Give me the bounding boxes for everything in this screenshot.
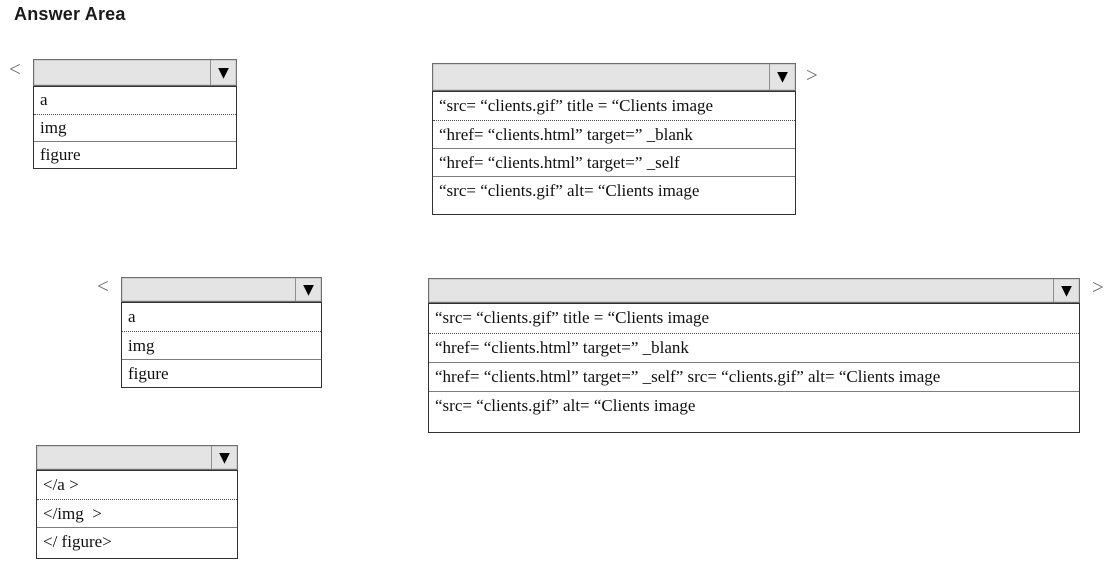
dropdown-option[interactable]: img <box>122 331 321 359</box>
dropdown-option[interactable]: </img > <box>37 499 237 527</box>
dropdown-selected-value <box>433 64 769 90</box>
dropdown-selected-value <box>122 278 295 301</box>
dropdown-arrow-icon[interactable]: ▼ <box>210 60 236 85</box>
attribute-dropdown-1-options: “src= “clients.gif” title = “Clients ima… <box>432 91 796 215</box>
open-angle-bracket: < <box>97 274 109 298</box>
dropdown-option[interactable]: figure <box>122 359 321 387</box>
dropdown-arrow-icon[interactable]: ▼ <box>1053 279 1079 302</box>
dropdown-option[interactable]: “src= “clients.gif” alt= “Clients image <box>433 176 795 204</box>
dropdown-arrow-icon[interactable]: ▼ <box>769 64 795 90</box>
dropdown-option[interactable]: </ figure> <box>37 527 237 555</box>
tag-dropdown-1-options: a img figure <box>33 86 237 169</box>
dropdown-option[interactable]: img <box>34 114 236 141</box>
close-angle-bracket: > <box>1092 275 1104 299</box>
dropdown-option[interactable]: “href= “clients.html” target=” _self” sr… <box>429 362 1079 391</box>
dropdown-selected-value <box>37 446 211 469</box>
close-angle-bracket: > <box>806 63 818 87</box>
dropdown-option[interactable]: “src= “clients.gif” alt= “Clients image <box>429 391 1079 420</box>
tag-dropdown-2-options: a img figure <box>121 302 322 388</box>
closing-tag-dropdown-options: </a > </img > </ figure> <box>36 470 238 559</box>
dropdown-option[interactable]: a <box>40 90 48 109</box>
dropdown-arrow-icon[interactable]: ▼ <box>211 446 237 469</box>
dropdown-option[interactable]: “src= “clients.gif” title = “Clients ima… <box>435 308 710 327</box>
dropdown-option[interactable]: figure <box>34 141 236 168</box>
dropdown-option[interactable]: </a > <box>43 475 79 494</box>
dropdown-selected-value <box>429 279 1053 302</box>
open-angle-bracket: < <box>9 57 21 81</box>
dropdown-option[interactable]: “href= “clients.html” target=” _blank <box>429 333 1079 362</box>
tag-dropdown-2[interactable]: ▼ <box>121 277 322 302</box>
attribute-dropdown-1[interactable]: ▼ <box>432 63 796 91</box>
dropdown-option[interactable]: a <box>128 307 136 326</box>
dropdown-option[interactable]: “src= “clients.gif” title = “Clients ima… <box>439 96 714 115</box>
attribute-dropdown-2-options: “src= “clients.gif” title = “Clients ima… <box>428 303 1080 433</box>
closing-tag-dropdown[interactable]: ▼ <box>36 445 238 470</box>
dropdown-option[interactable]: “href= “clients.html” target=” _self <box>433 148 795 176</box>
tag-dropdown-1[interactable]: ▼ <box>33 59 237 86</box>
dropdown-selected-value <box>34 60 210 85</box>
attribute-dropdown-2[interactable]: ▼ <box>428 278 1080 303</box>
dropdown-arrow-icon[interactable]: ▼ <box>295 278 321 301</box>
page-title: Answer Area <box>14 4 126 24</box>
dropdown-option[interactable]: “href= “clients.html” target=” _blank <box>433 120 795 148</box>
